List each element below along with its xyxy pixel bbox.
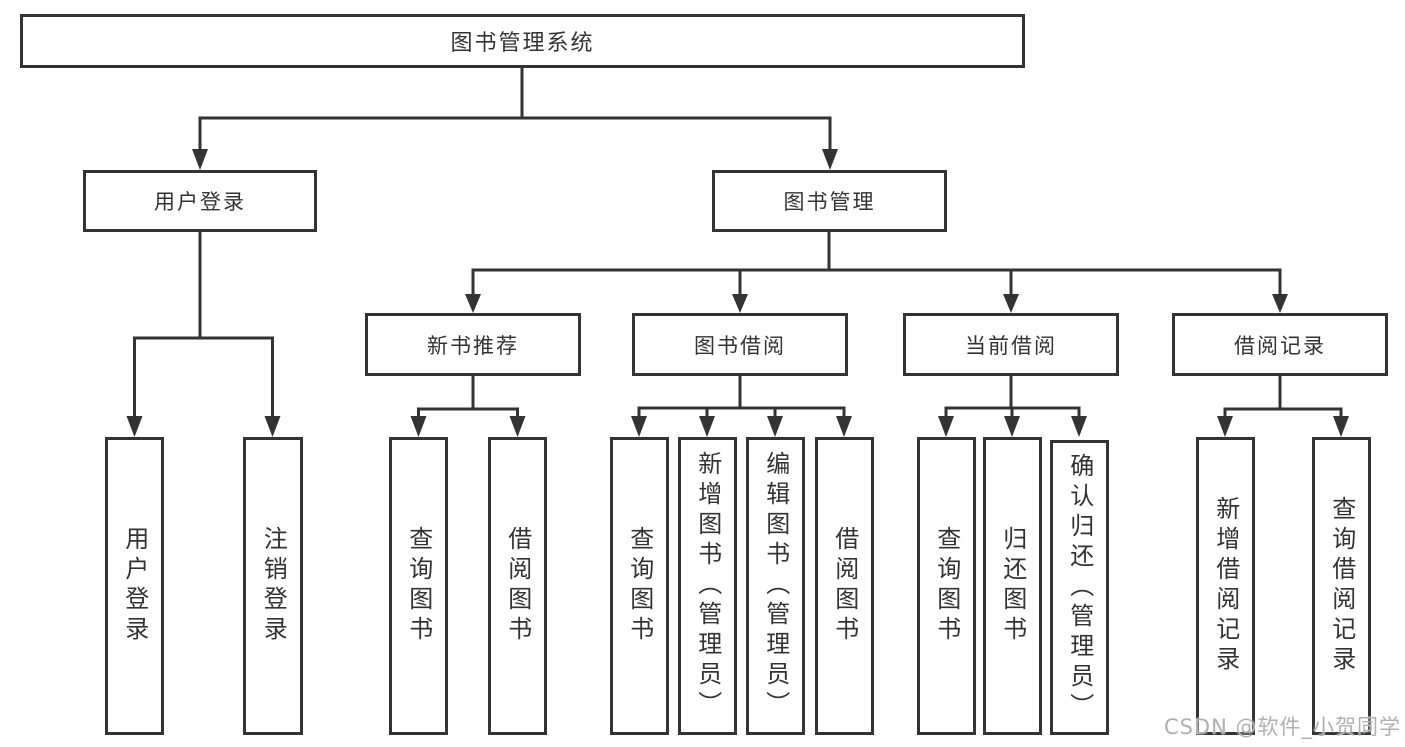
- node-root-label: 图书管理系统: [450, 31, 595, 56]
- leaf-record-query: 查询借阅记录: [1312, 437, 1371, 735]
- node-borrow-records-label: 借阅记录: [1234, 333, 1326, 358]
- leaf-user-login-label: 用户登录: [120, 526, 149, 646]
- leaf-borrow-borrow-books: 借阅图书: [815, 437, 874, 735]
- leaf-logout: 注销登录: [243, 437, 303, 735]
- leaf-current-query-books: 查询图书: [917, 437, 976, 735]
- node-user-login: 用户登录: [83, 170, 317, 232]
- leaf-current-confirm-return-admin-label: 确认归还（管理员）: [1065, 452, 1094, 723]
- leaf-newbook-borrow-books: 借阅图书: [488, 437, 547, 735]
- node-book-management: 图书管理: [712, 170, 947, 232]
- leaf-borrow-borrow-books-label: 借阅图书: [830, 526, 859, 646]
- leaf-record-query-label: 查询借阅记录: [1327, 496, 1356, 676]
- leaf-borrow-query-books: 查询图书: [610, 437, 669, 735]
- leaf-current-confirm-return-admin: 确认归还（管理员）: [1050, 440, 1109, 735]
- leaf-record-add-label: 新增借阅记录: [1211, 496, 1240, 676]
- node-user-login-label: 用户登录: [154, 190, 246, 214]
- node-new-book-recommend-label: 新书推荐: [427, 333, 519, 358]
- leaf-newbook-query-books: 查询图书: [389, 437, 448, 735]
- leaf-newbook-borrow-books-label: 借阅图书: [503, 526, 532, 646]
- node-book-borrow: 图书借阅: [632, 313, 848, 376]
- leaf-record-add: 新增借阅记录: [1196, 437, 1255, 735]
- watermark: CSDN @软件_小贺同学: [1163, 715, 1401, 739]
- leaf-current-query-books-label: 查询图书: [932, 526, 961, 646]
- leaf-borrow-query-books-label: 查询图书: [625, 526, 654, 646]
- node-new-book-recommend: 新书推荐: [365, 313, 581, 376]
- leaf-borrow-edit-books-admin-label: 编辑图书（管理员）: [761, 451, 790, 721]
- leaf-current-return-books-label: 归还图书: [998, 526, 1027, 646]
- node-root: 图书管理系统: [20, 14, 1025, 68]
- node-current-borrow: 当前借阅: [903, 313, 1119, 376]
- node-book-borrow-label: 图书借阅: [694, 333, 786, 358]
- leaf-borrow-add-books-admin-label: 新增图书（管理员）: [693, 451, 722, 721]
- leaf-logout-label: 注销登录: [259, 526, 288, 646]
- node-book-management-label: 图书管理: [783, 190, 876, 214]
- leaf-user-login: 用户登录: [105, 437, 164, 735]
- arrowheads: [126, 149, 1349, 437]
- node-borrow-records: 借阅记录: [1172, 313, 1388, 376]
- leaf-current-return-books: 归还图书: [983, 437, 1042, 735]
- node-current-borrow-label: 当前借阅: [965, 333, 1057, 358]
- leaf-borrow-add-books-admin: 新增图书（管理员）: [678, 437, 737, 735]
- leaf-newbook-query-books-label: 查询图书: [404, 526, 433, 646]
- leaf-borrow-edit-books-admin: 编辑图书（管理员）: [746, 437, 805, 735]
